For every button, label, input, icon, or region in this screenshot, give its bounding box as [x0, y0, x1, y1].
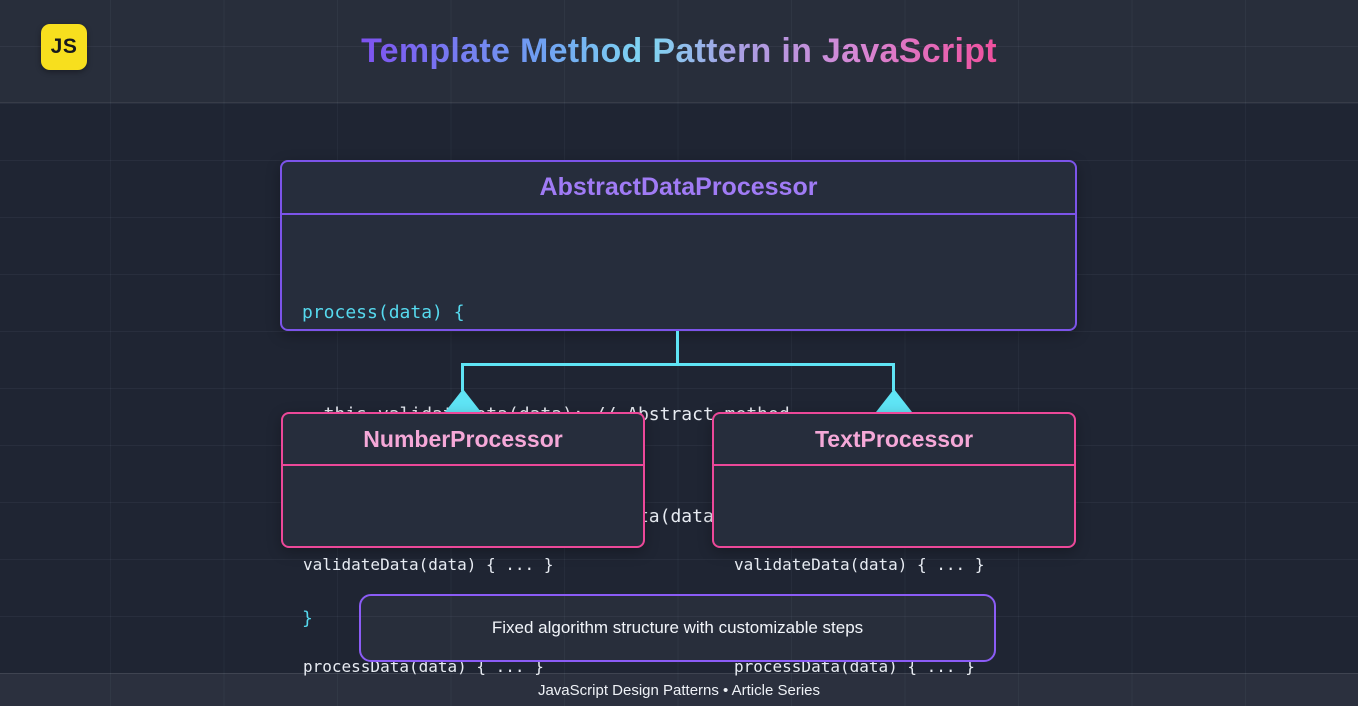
javascript-logo-icon: JS: [41, 24, 87, 70]
subclass-name: TextProcessor: [714, 414, 1074, 466]
inheritance-connector-drop-left: [461, 363, 464, 391]
summary-note-box: Fixed algorithm structure with customiza…: [359, 594, 996, 662]
inheritance-arrow-icon: [876, 389, 912, 412]
inheritance-connector-stem: [676, 331, 679, 365]
summary-note-text: Fixed algorithm structure with customiza…: [491, 618, 864, 637]
code-line: validateData(data) { ... }: [734, 555, 985, 574]
header-band: [0, 0, 1358, 103]
footer-band: JavaScript Design Patterns • Article Ser…: [0, 673, 1358, 706]
abstract-class-box: AbstractDataProcessor process(data) { th…: [280, 160, 1077, 629]
code-line: }: [302, 608, 313, 629]
subclass-box-number-processor: NumberProcessor validateData(data) { ...…: [281, 412, 645, 676]
page-title: Template Method Pattern in JavaScript: [0, 0, 1358, 103]
abstract-class-name: AbstractDataProcessor: [282, 162, 1075, 215]
inheritance-connector-drop-right: [892, 363, 895, 391]
page-title-text: Template Method Pattern in JavaScript: [361, 32, 997, 70]
footer-text: JavaScript Design Patterns • Article Ser…: [537, 681, 821, 699]
subclass-name: NumberProcessor: [283, 414, 643, 466]
javascript-logo-text: JS: [50, 35, 78, 58]
inheritance-connector-rail: [461, 363, 895, 366]
code-line: validateData(data) { ... }: [303, 555, 554, 574]
inheritance-arrow-icon: [445, 389, 481, 412]
code-line: process(data) {: [302, 302, 465, 323]
subclass-box-text-processor: TextProcessor validateData(data) { ... }…: [712, 412, 1076, 676]
